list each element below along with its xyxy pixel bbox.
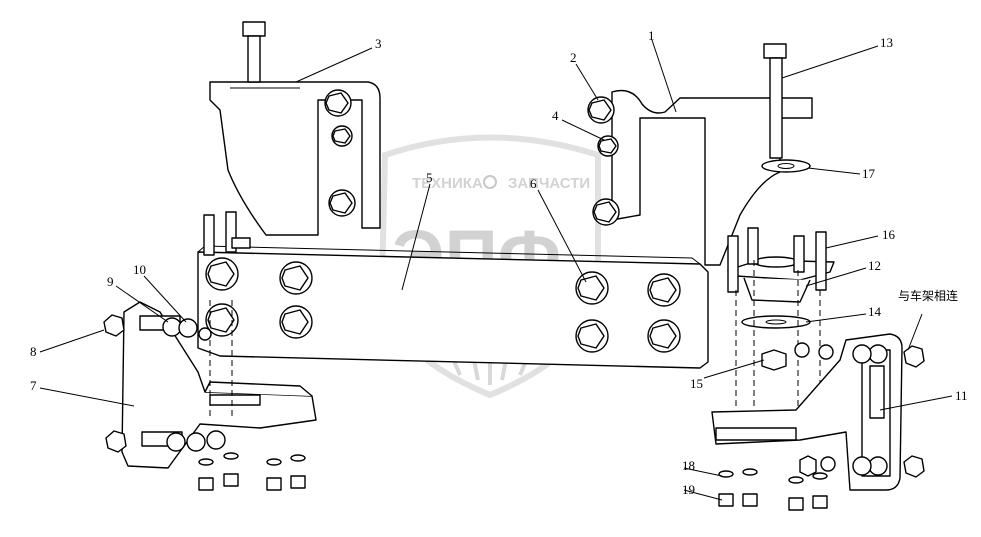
- callout-5: 5: [426, 170, 433, 185]
- callout-2: 2: [570, 50, 577, 65]
- left-upper-bracket: [209, 21, 381, 236]
- callout-4: 4: [552, 108, 559, 123]
- callout-10: 10: [133, 262, 146, 277]
- callout-labels: 1 2 3 4 5 6 7 8 9 10 11 12 13 14 15 16 1…: [30, 28, 968, 497]
- callout-14: 14: [868, 304, 882, 319]
- callout-9: 9: [107, 274, 114, 289]
- crossbar: [197, 211, 709, 369]
- crossbar-bolts: [205, 257, 681, 353]
- callout-19: 19: [682, 482, 695, 497]
- watermark-text-right: ЗАПЧАСТИ: [508, 175, 590, 192]
- right-lower-fasteners: [718, 468, 828, 511]
- callout-15: 15: [690, 376, 703, 391]
- gear-icon: [483, 175, 497, 189]
- watermark-text-left: ТЕХНИКА: [412, 175, 483, 192]
- leader-lines: [39, 39, 953, 501]
- callout-8: 8: [30, 344, 37, 359]
- right-upper-bracket: [587, 43, 813, 266]
- left-lower-bracket: [103, 300, 317, 469]
- callout-18: 18: [682, 458, 695, 473]
- callout-7: 7: [30, 378, 37, 393]
- left-lower-fasteners: [198, 452, 306, 491]
- callout-3: 3: [375, 36, 382, 51]
- callout-16: 16: [882, 227, 896, 242]
- frame-connection-note: 与车架相连: [898, 288, 958, 303]
- right-mount-assembly: [727, 227, 835, 410]
- callout-11: 11: [955, 388, 968, 403]
- right-lower-bracket: [711, 333, 925, 491]
- callout-13: 13: [880, 35, 893, 50]
- callout-6: 6: [530, 176, 537, 191]
- callout-17: 17: [862, 166, 876, 181]
- callout-1: 1: [648, 28, 655, 43]
- callout-12: 12: [868, 258, 881, 273]
